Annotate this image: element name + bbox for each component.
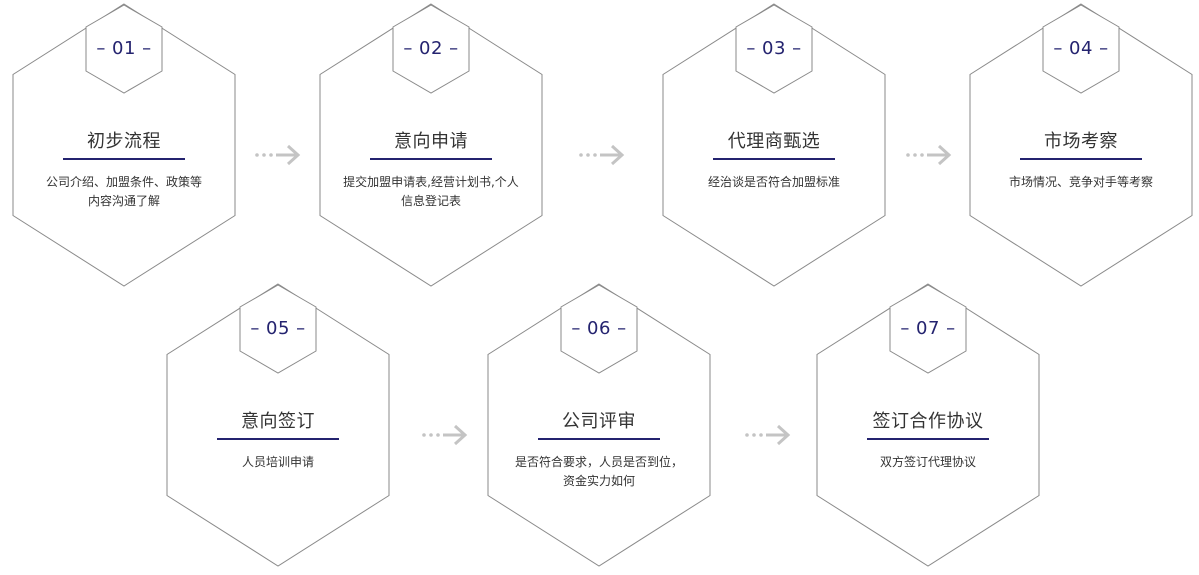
step-description: 公司介绍、加盟条件、政策等 内容沟通了解 bbox=[45, 175, 202, 208]
step-title: 意向签订 bbox=[241, 411, 315, 432]
title-underline bbox=[1020, 158, 1142, 160]
step-4-card: 市场考察 市场情况、竞争对手等考察 bbox=[969, 3, 1193, 289]
title-underline bbox=[867, 438, 989, 440]
step-7-hexagon bbox=[816, 283, 1040, 567]
step-number-badge: – 04 – bbox=[1053, 38, 1109, 59]
step-2-card: 意向申请 提交加盟申请表,经营计划书,个人 信息登记表 bbox=[319, 3, 543, 289]
step-title: 意向申请 bbox=[394, 131, 468, 152]
step-title: 公司评审 bbox=[562, 411, 636, 432]
step-2-badge-hexagon bbox=[392, 4, 470, 94]
step-4-hexagon bbox=[969, 3, 1193, 287]
step-1-hexagon bbox=[12, 3, 236, 287]
step-5-card: 意向签订 人员培训申请 bbox=[166, 283, 390, 569]
step-description: 双方签订代理协议 bbox=[879, 455, 976, 469]
dotted-arrow-right-icon bbox=[255, 144, 301, 166]
step-number-badge: – 06 – bbox=[571, 318, 627, 339]
step-number-badge: – 07 – bbox=[900, 318, 956, 339]
step-3-badge-hexagon bbox=[735, 4, 813, 94]
step-6-hexagon bbox=[487, 283, 711, 567]
step-description: 是否符合要求，人员是否到位， 资金实力如何 bbox=[514, 455, 683, 488]
title-underline bbox=[538, 438, 660, 440]
dotted-arrow-right-icon bbox=[422, 424, 468, 446]
step-title: 市场考察 bbox=[1044, 131, 1118, 152]
dotted-arrow-right-icon bbox=[745, 424, 791, 446]
step-description: 市场情况、竞争对手等考察 bbox=[1008, 175, 1153, 189]
step-6-card: 公司评审 是否符合要求，人员是否到位， 资金实力如何 bbox=[487, 283, 711, 569]
step-title: 代理商甄选 bbox=[727, 131, 821, 152]
step-6-badge-hexagon bbox=[560, 284, 638, 374]
dotted-arrow-right-icon bbox=[906, 144, 952, 166]
title-underline bbox=[217, 438, 339, 440]
step-number-badge: – 02 – bbox=[403, 38, 459, 59]
title-underline bbox=[713, 158, 835, 160]
step-1-badge-hexagon bbox=[85, 4, 163, 94]
step-7-card: 签订合作协议 双方签订代理协议 bbox=[816, 283, 1040, 569]
step-title: 签订合作协议 bbox=[872, 411, 984, 432]
step-description: 经治谈是否符合加盟标准 bbox=[707, 175, 840, 189]
step-number-badge: – 03 – bbox=[746, 38, 802, 59]
step-2-hexagon bbox=[319, 3, 543, 287]
step-7-badge-hexagon bbox=[889, 284, 967, 374]
step-1-card: 初步流程 公司介绍、加盟条件、政策等 内容沟通了解 bbox=[12, 3, 236, 289]
dotted-arrow-right-icon bbox=[579, 144, 625, 166]
step-number-badge: – 01 – bbox=[96, 38, 152, 59]
step-title: 初步流程 bbox=[87, 131, 161, 152]
step-description: 人员培训申请 bbox=[241, 455, 314, 469]
title-underline bbox=[63, 158, 185, 160]
step-number-badge: – 05 – bbox=[250, 318, 306, 339]
step-5-badge-hexagon bbox=[239, 284, 317, 374]
step-3-hexagon bbox=[662, 3, 886, 287]
step-4-badge-hexagon bbox=[1042, 4, 1120, 94]
step-description: 提交加盟申请表,经营计划书,个人 信息登记表 bbox=[343, 175, 519, 208]
title-underline bbox=[370, 158, 492, 160]
step-5-hexagon bbox=[166, 283, 390, 567]
step-3-card: 代理商甄选 经治谈是否符合加盟标准 bbox=[662, 3, 886, 289]
